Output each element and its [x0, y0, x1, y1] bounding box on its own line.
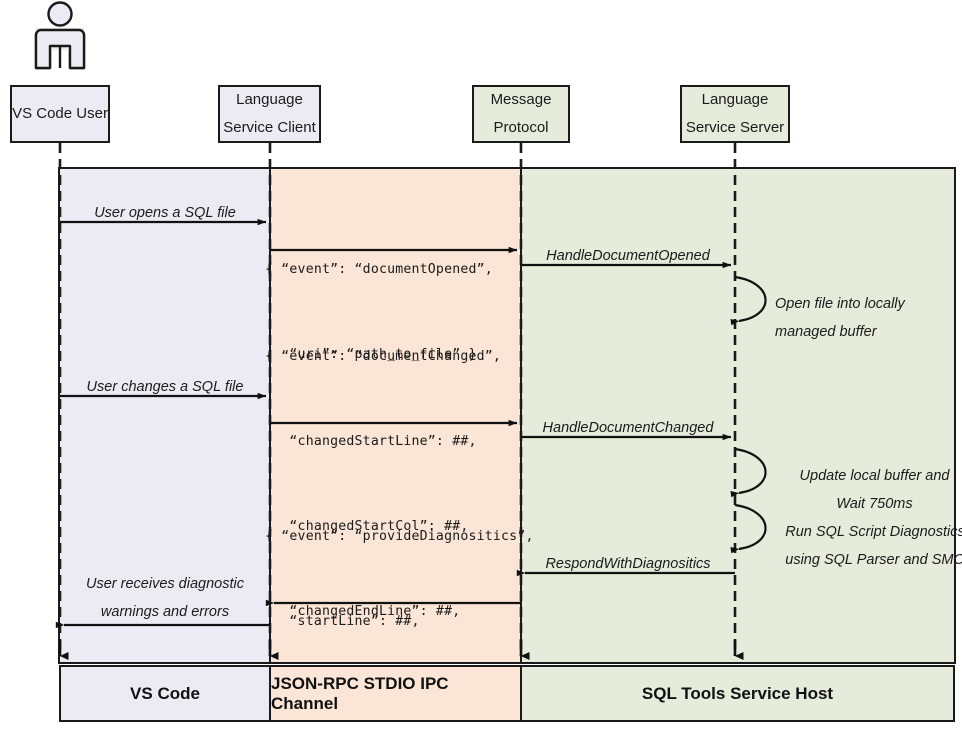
label-open-file-line1: Open file into locally: [775, 296, 905, 312]
lifeline-header-message-protocol-line2: Protocol: [493, 119, 549, 136]
label-user-receives-line1: User receives diagnostic: [86, 576, 244, 592]
json-line: “changedEndLine”: ##,: [265, 604, 461, 620]
label-run-sql-diagnostics: Run SQL Script Diagnostics using SQL Par…: [769, 518, 962, 575]
label-handle-document-changed: HandleDocumentChanged: [542, 420, 714, 436]
json-line: “startLine”: ##,: [265, 613, 420, 629]
json-payload-document-opened: { “event”: “documentOpened”, “uri”: “pat…: [265, 198, 493, 427]
lifeline-header-vs-code-user[interactable]: VS Code User: [10, 85, 110, 143]
json-line: “changedStartCol”: ##,: [265, 519, 469, 534]
footer-label-vs-code: VS Code: [130, 683, 200, 703]
label-handle-document-opened: HandleDocumentOpened: [546, 248, 710, 264]
label-update-buffer-line1: Update local buffer and: [799, 468, 950, 484]
lifeline-header-language-service-client[interactable]: Language Service Client: [218, 85, 321, 143]
json-line: “changedStartLine”: ##,: [265, 433, 477, 449]
label-open-file-line2: managed buffer: [775, 324, 877, 341]
lifeline-header-language-service-server-line1: Language: [701, 90, 769, 108]
lifeline-terminators: [58, 640, 744, 660]
footer-cell-vs-code[interactable]: VS Code: [59, 665, 271, 722]
lifeline-header-vs-code-user-line1: VS Code User: [12, 104, 108, 122]
json-line: { “event”: “documentOpened”,: [265, 261, 493, 277]
lifeline-header-message-protocol-line1: Message: [490, 90, 552, 108]
lifeline-dashes: [58, 143, 737, 656]
json-line: { “event”: “documentChanged”,: [265, 348, 502, 364]
selfloop-run-diagnostics: [730, 503, 767, 554]
actor-figure-icon: [34, 1, 86, 70]
band-service: [520, 167, 956, 664]
selfloop-update-buffer: [730, 447, 767, 498]
band-vscode: [58, 167, 271, 664]
footer-cell-json-rpc-stdio-ipc-channel[interactable]: JSON-RPC STDIO IPC Channel: [269, 665, 522, 722]
lifeline-header-language-service-client-line2: Service Client: [223, 119, 316, 136]
label-respond-with-diagnositics: RespondWithDiagnositics: [545, 556, 711, 572]
lifeline-header-message-protocol[interactable]: Message Protocol: [472, 85, 570, 143]
label-user-opens: User opens a SQL file: [94, 205, 236, 221]
label-user-receives: User receives diagnostic warnings and er…: [58, 570, 272, 627]
label-update-buffer-line2: Wait 750ms: [836, 496, 913, 513]
lifeline-header-language-service-client-line1: Language: [236, 90, 303, 108]
lifeline-header-language-service-server-line2: Service Server: [685, 119, 785, 136]
label-user-changes: User changes a SQL file: [86, 379, 244, 395]
json-line: { “event”: “provideDiagnositics”,: [265, 528, 534, 544]
footer-label-json-rpc-stdio-ipc-channel: JSON-RPC STDIO IPC Channel: [271, 673, 449, 713]
label-user-receives-line2: warnings and errors: [100, 604, 230, 621]
footer-cell-sql-tools-service-host[interactable]: SQL Tools Service Host: [520, 665, 955, 722]
label-open-file-into-buffer: Open file into locally managed buffer: [775, 290, 962, 347]
label-update-buffer-wait: Update local buffer and Wait 750ms: [772, 462, 962, 519]
label-run-diagnostics-line2: using SQL Parser and SMO: [785, 552, 962, 569]
json-line: “uri”: “path_to_file” }: [265, 346, 477, 362]
selfloop-open-file: [730, 275, 767, 326]
footer-label-sql-tools-service-host: SQL Tools Service Host: [641, 683, 834, 703]
label-run-diagnostics-line1: Run SQL Script Diagnostics: [785, 524, 962, 540]
lifeline-header-language-service-server[interactable]: Language Service Server: [680, 85, 790, 143]
